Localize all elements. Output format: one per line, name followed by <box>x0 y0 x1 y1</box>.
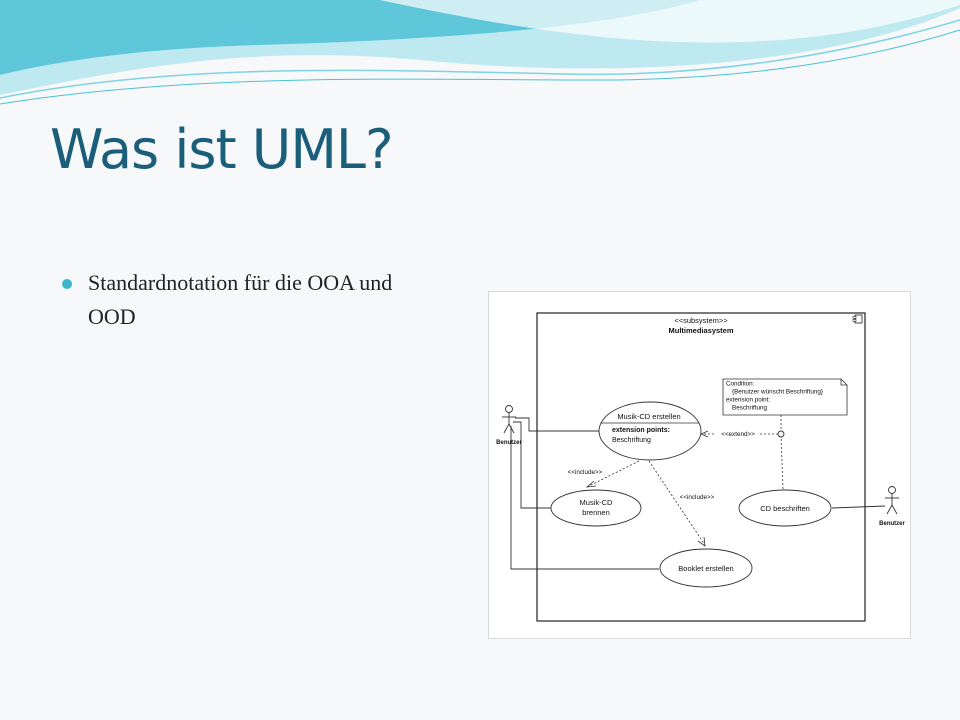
usecase-musik-cd-brennen <box>550 489 642 527</box>
usecase-booklet-label: Booklet erstellen <box>678 564 733 573</box>
actor-right-label: Benutzer <box>879 521 905 527</box>
note-fold-icon <box>840 379 847 386</box>
extend-label: <<extend>> <box>721 431 755 438</box>
component-icon <box>852 314 863 324</box>
note-line-4: Beschriftung <box>732 405 767 412</box>
include-label-1: <<include>> <box>568 469 603 476</box>
usecase-ext-header: extension points: <box>612 427 670 434</box>
extend-relation <box>702 415 784 490</box>
note-line-2: {Benutzer wünscht Beschriftung} <box>732 389 823 396</box>
condition-note <box>722 378 848 416</box>
usecase-musik-cd-erstellen <box>598 401 702 461</box>
header-wave-decoration <box>0 0 960 105</box>
note-line-1: Condition: <box>726 381 755 388</box>
include-relations <box>586 460 706 546</box>
include-label-2: <<include>> <box>680 494 715 501</box>
subsystem-boundary <box>536 312 866 622</box>
subsystem-name: Multimediasystem <box>668 326 733 335</box>
usecase-main-name: Musik-CD erstellen <box>617 412 680 421</box>
bullet-item: Standardnotation für die OOA und OOD <box>62 266 422 334</box>
bullet-text: Standardnotation für die OOA und OOD <box>88 270 393 329</box>
actor-right-icon <box>885 486 899 515</box>
include-arrowhead-2 <box>697 536 706 547</box>
extension-point-circle <box>777 430 785 438</box>
diagram-canvas: <<subsystem>> Multimediasystem Benutzer … <box>496 312 905 622</box>
note-line-3: extension point: <box>726 397 770 404</box>
actor-left-icon <box>502 405 516 434</box>
association-lines <box>510 417 886 570</box>
bullet-list: Standardnotation für die OOA und OOD <box>62 266 422 334</box>
usecase-brennen-line-2: brennen <box>582 508 610 517</box>
usecase-brennen-line-1: Musik-CD <box>580 498 613 507</box>
include-arrowhead-1 <box>585 480 597 488</box>
actor-left-label: Benutzer <box>496 440 522 446</box>
usecase-booklet-erstellen <box>659 548 753 588</box>
subsystem-stereotype: <<subsystem>> <box>674 316 728 325</box>
usecase-beschriften-label: CD beschriften <box>760 504 810 513</box>
bullet-dot-icon <box>62 279 72 289</box>
usecase-ext-point: Beschriftung <box>612 437 651 444</box>
slide-title: Was ist UML? <box>50 118 394 181</box>
uml-usecase-diagram: <<subsystem>> Multimediasystem Benutzer … <box>488 291 911 639</box>
extend-label-bg <box>716 429 760 438</box>
usecase-cd-beschriften <box>738 489 832 527</box>
